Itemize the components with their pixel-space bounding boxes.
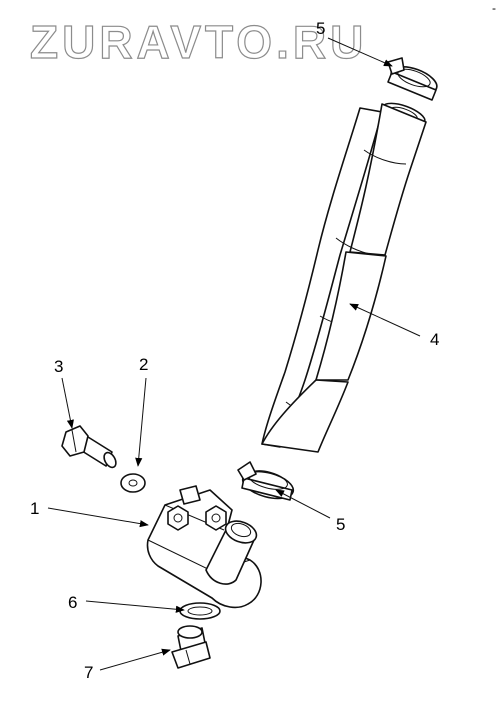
hose-part xyxy=(261,102,427,453)
leader-line-5-top xyxy=(327,37,393,67)
washer-part xyxy=(120,473,146,493)
leader-line-2 xyxy=(135,377,147,467)
callout-5-bottom: 5 xyxy=(336,515,345,534)
leader-line-3 xyxy=(61,377,74,429)
leader-line-1 xyxy=(47,507,149,528)
watermark-text: ZURAVTO.RU xyxy=(30,16,367,68)
callout-5-top: 5 xyxy=(316,19,325,38)
callout-3: 3 xyxy=(54,357,63,376)
seal-ring-part xyxy=(179,602,221,620)
bolt-part xyxy=(61,425,117,469)
callout-7: 7 xyxy=(84,663,93,682)
leader-line-7 xyxy=(99,648,171,671)
bracket-assembly-part xyxy=(146,485,262,609)
hose-clamp-top xyxy=(387,57,438,101)
leader-line-5-bottom xyxy=(275,489,331,519)
callout-2: 2 xyxy=(139,355,148,374)
callout-6: 6 xyxy=(68,593,77,612)
callout-4: 4 xyxy=(430,330,439,349)
leader-line-6 xyxy=(85,600,185,613)
plug-fitting-part xyxy=(171,625,211,669)
leader-line-4 xyxy=(349,303,421,337)
callout-1: 1 xyxy=(30,499,39,518)
corner-mark: - xyxy=(492,1,496,15)
hose-clamp-bottom xyxy=(237,461,295,501)
